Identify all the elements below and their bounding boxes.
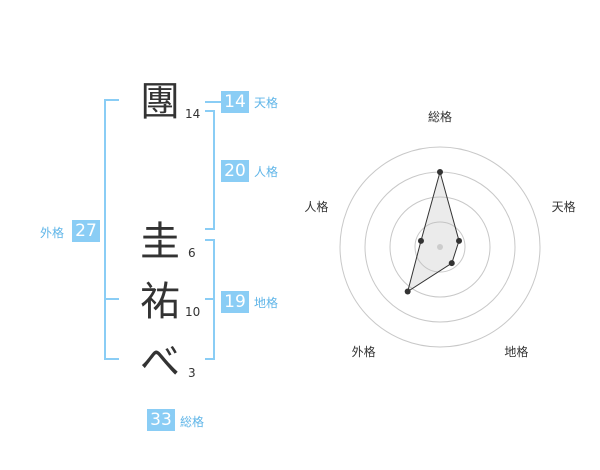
gaikaku-bracket-bottom — [104, 358, 119, 360]
stroke-count-3: 10 — [185, 305, 201, 319]
tenkaku-connector — [205, 101, 221, 103]
tenkaku-label: 天格 — [254, 96, 279, 110]
gaikaku-value: 27 — [72, 220, 100, 242]
radar-point-4 — [404, 288, 411, 295]
tenkaku-value: 14 — [221, 91, 249, 113]
chikaku-label: 地格 — [254, 296, 279, 310]
soukaku-label: 総格 — [180, 415, 205, 429]
radar-axis-label-3: 地格 — [504, 344, 528, 359]
stroke-count-4: 3 — [188, 366, 196, 380]
radar-polygon — [406, 170, 460, 293]
chikaku-value: 19 — [221, 291, 249, 313]
jinkaku-bracket-bottom — [205, 228, 215, 230]
gaikaku-bracket-top — [104, 99, 119, 101]
gaikaku-bracket-vertical — [104, 99, 106, 360]
radar-axis-label-1: 総格 — [428, 110, 452, 124]
radar-center-point — [437, 244, 443, 250]
chikaku-bracket-top — [205, 239, 215, 241]
radar-point-5 — [417, 237, 424, 244]
jinkaku-bracket-vertical — [213, 110, 215, 230]
jinkaku-value: 20 — [221, 160, 249, 182]
radar-ring-2 — [389, 196, 491, 298]
gaikaku-bracket-mid — [104, 298, 119, 300]
radar-point-1 — [437, 169, 443, 175]
chikaku-bracket-mid — [205, 298, 215, 300]
gaikaku-label: 外格 — [40, 226, 65, 240]
name-char-2: 圭 — [140, 219, 180, 265]
soukaku-value: 33 — [147, 409, 175, 431]
radar-axis-label-2: 天格 — [552, 199, 576, 214]
stroke-count-2: 6 — [188, 246, 196, 260]
name-char-1: 團 — [140, 79, 180, 125]
name-char-3: 祐 — [140, 279, 180, 325]
radar-axis-label-5: 人格 — [304, 199, 328, 214]
jinkaku-bracket-top — [205, 110, 215, 112]
stroke-count-1: 14 — [185, 107, 201, 121]
radar-point-3 — [448, 260, 455, 267]
radar-ring-4 — [339, 146, 541, 348]
chikaku-bracket-bottom — [205, 358, 215, 360]
name-char-4: べ — [140, 339, 180, 385]
radar-axis-label-4: 外格 — [352, 344, 376, 359]
jinkaku-label: 人格 — [254, 165, 279, 179]
radar-point-2 — [456, 237, 463, 244]
radar-ring-1 — [414, 221, 466, 273]
